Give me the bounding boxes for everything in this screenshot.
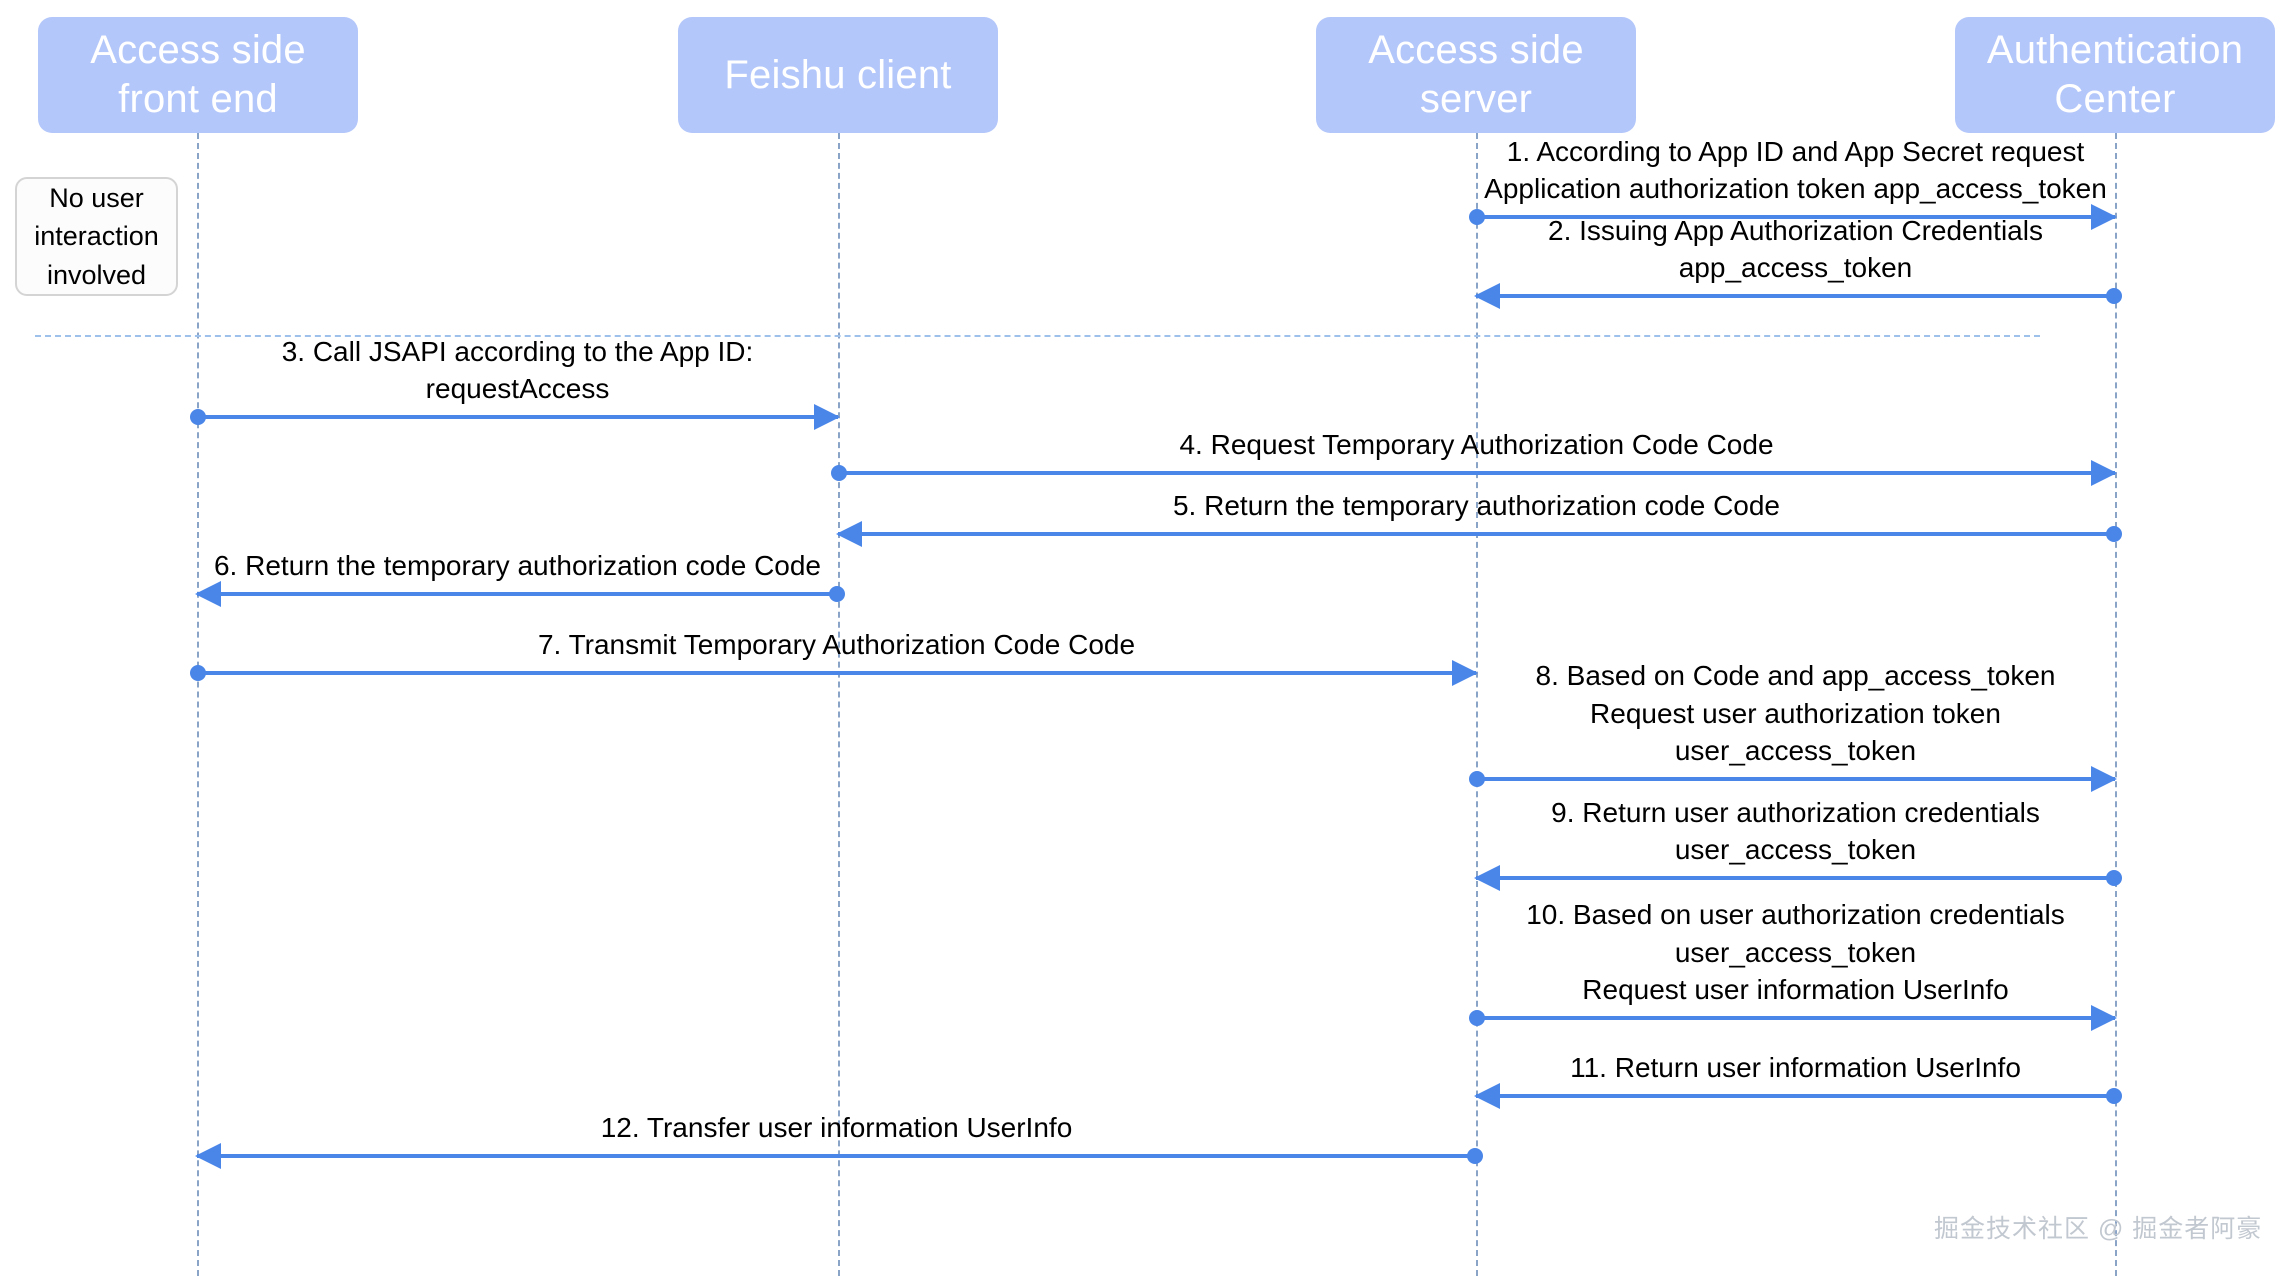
message-12-label: 12. Transfer user information UserInfo xyxy=(600,1111,1073,1143)
phase-separator xyxy=(35,335,2040,337)
lifeline-feishu-client xyxy=(838,133,840,1276)
message-5-origin-dot xyxy=(2106,526,2122,542)
message-2-arrowhead-icon xyxy=(1474,283,1500,309)
message-6-line xyxy=(197,592,838,596)
message-6-arrowhead-icon xyxy=(195,581,221,607)
message-3-origin-dot xyxy=(190,409,206,425)
message-4-arrowhead-icon xyxy=(2091,460,2117,486)
message-6-origin-dot xyxy=(829,586,845,602)
message-5-arrowhead-icon xyxy=(836,521,862,547)
message-8-arrowhead-icon xyxy=(2091,766,2117,792)
message-8-origin-dot xyxy=(1469,771,1485,787)
message-9-origin-dot xyxy=(2106,870,2122,886)
message-10-line xyxy=(1476,1016,2115,1020)
participant-auth-center[interactable]: Authentication Center xyxy=(1955,17,2275,133)
message-9-arrowhead-icon xyxy=(1474,865,1500,891)
message-9-line xyxy=(1476,876,2115,880)
message-8-line xyxy=(1476,777,2115,781)
message-2-label: 2. Issuing App Authorization Credentials… xyxy=(1548,214,2043,283)
message-9-label: 9. Return user authorization credentials… xyxy=(1551,796,2040,865)
participant-feishu-client-label: Feishu client xyxy=(724,52,952,97)
message-10-arrowhead-icon xyxy=(2091,1005,2117,1031)
message-3-line xyxy=(197,415,838,419)
message-1-line xyxy=(1476,215,2115,219)
message-6-label: 6. Return the temporary authorization co… xyxy=(213,549,822,581)
participant-server-label: Access side server xyxy=(1368,28,1584,121)
message-11-line xyxy=(1476,1094,2115,1098)
message-11-label: 11. Return user information UserInfo xyxy=(1570,1051,2021,1083)
participant-server[interactable]: Access side server xyxy=(1316,17,1636,133)
participant-auth-center-label: Authentication Center xyxy=(1986,28,2244,121)
watermark: 掘金技术社区 @ 掘金者阿豪 xyxy=(1934,1215,2263,1243)
note-label: No user interaction involved xyxy=(34,183,159,290)
participant-front-end-label: Access side front end xyxy=(90,28,306,121)
message-4-line xyxy=(838,471,2115,475)
message-5-line xyxy=(838,532,2115,536)
lifeline-front-end xyxy=(197,133,199,1276)
message-4-origin-dot xyxy=(831,465,847,481)
message-1-label: 1. According to App ID and App Secret re… xyxy=(1484,135,2107,204)
message-1-arrowhead-icon xyxy=(2091,204,2117,230)
message-10-origin-dot xyxy=(1469,1010,1485,1026)
message-12-line xyxy=(197,1154,1476,1158)
lifeline-auth-center xyxy=(2115,133,2117,1276)
message-7-origin-dot xyxy=(190,665,206,681)
message-7-line xyxy=(197,671,1476,675)
message-10-label: 10. Based on user authorization credenti… xyxy=(1526,899,2065,1005)
message-11-arrowhead-icon xyxy=(1474,1083,1500,1109)
message-11-origin-dot xyxy=(2106,1088,2122,1104)
message-2-line xyxy=(1476,294,2115,298)
message-1-origin-dot xyxy=(1469,209,1485,225)
message-8-label: 8. Based on Code and app_access_token Re… xyxy=(1535,660,2056,766)
message-7-arrowhead-icon xyxy=(1452,660,1478,686)
message-3-arrowhead-icon xyxy=(814,404,840,430)
participant-feishu-client[interactable]: Feishu client xyxy=(678,17,998,133)
message-12-arrowhead-icon xyxy=(195,1143,221,1169)
message-7-label: 7. Transmit Temporary Authorization Code… xyxy=(537,628,1136,660)
participant-front-end[interactable]: Access side front end xyxy=(38,17,358,133)
message-3-label: 3. Call JSAPI according to the App ID: r… xyxy=(281,335,754,404)
message-2-origin-dot xyxy=(2106,288,2122,304)
lifeline-server xyxy=(1476,133,1478,1276)
message-12-origin-dot xyxy=(1467,1148,1483,1164)
note-no-user-interaction: No user interaction involved xyxy=(15,177,178,296)
